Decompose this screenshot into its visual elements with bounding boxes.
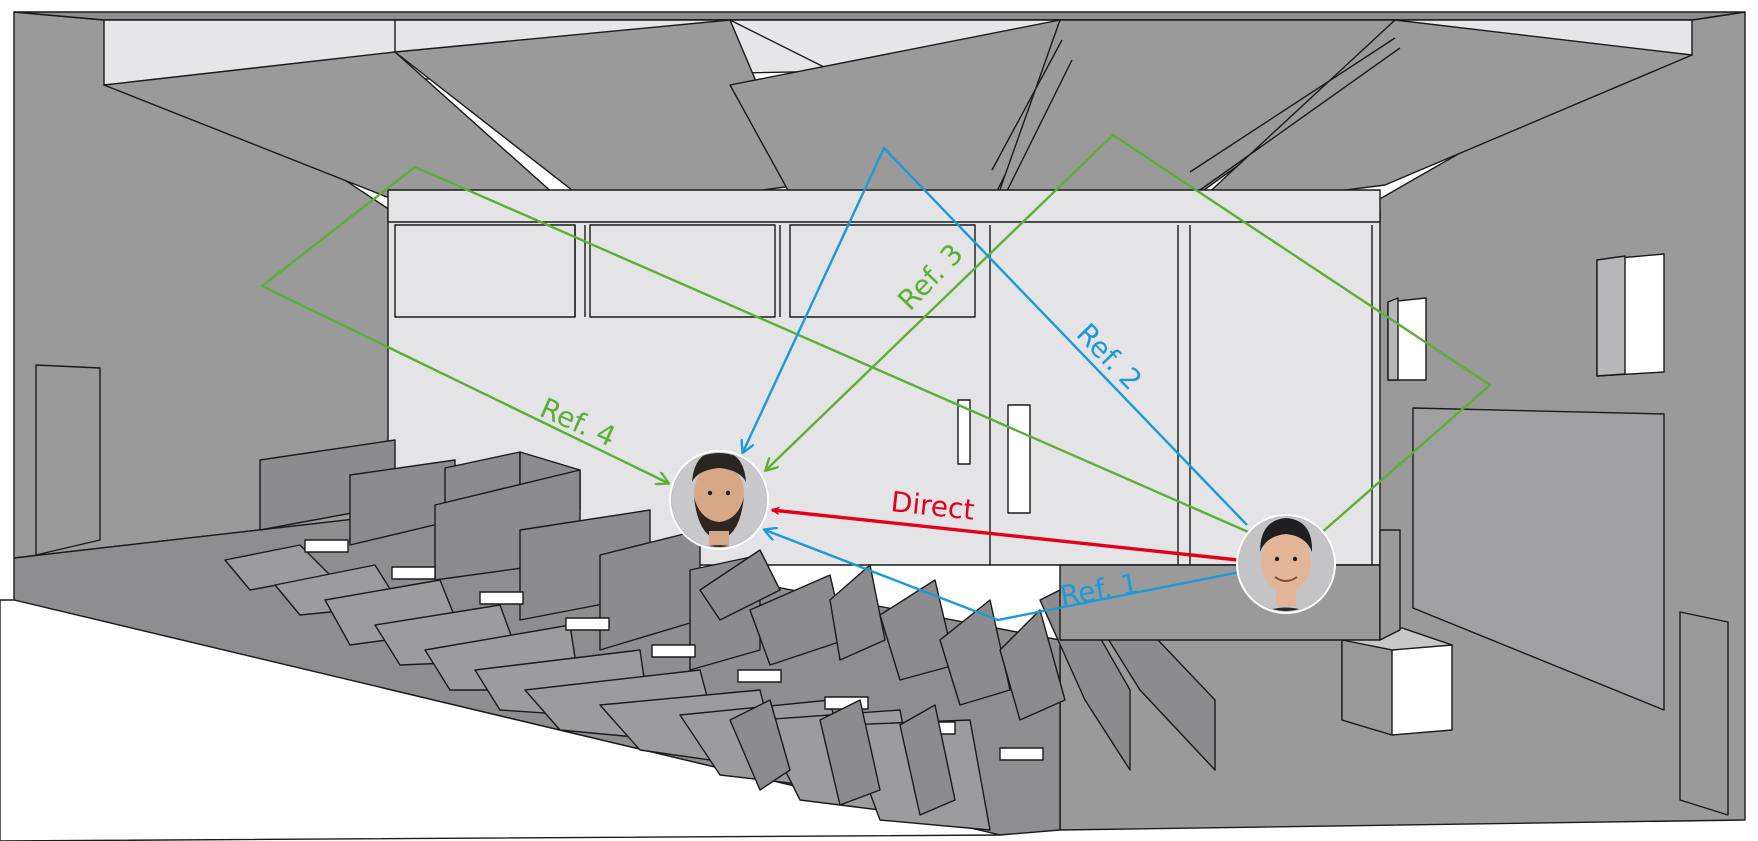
ceiling xyxy=(103,19,1693,223)
right-door xyxy=(1679,611,1729,816)
listener-face-icon xyxy=(672,453,766,547)
seating xyxy=(0,439,1453,841)
window-1 xyxy=(394,224,576,318)
ceiling-back xyxy=(13,11,1746,21)
ref4-path xyxy=(259,165,1263,540)
door-handle-right xyxy=(1007,404,1031,514)
door-handle-left xyxy=(957,399,971,465)
left-door xyxy=(35,364,101,556)
window-2 xyxy=(589,224,776,318)
receiver-avatar xyxy=(669,450,769,550)
source-avatar xyxy=(1236,514,1336,614)
ref2-path xyxy=(743,145,1248,526)
right-board xyxy=(1412,407,1665,711)
ceiling-panel-5 xyxy=(1189,19,1693,211)
window-3 xyxy=(789,224,976,318)
ref1-path xyxy=(765,530,1241,622)
direct-path xyxy=(770,506,1239,562)
ref3-path xyxy=(766,133,1492,535)
sound-paths xyxy=(259,133,1492,622)
room-shell xyxy=(13,11,1746,831)
